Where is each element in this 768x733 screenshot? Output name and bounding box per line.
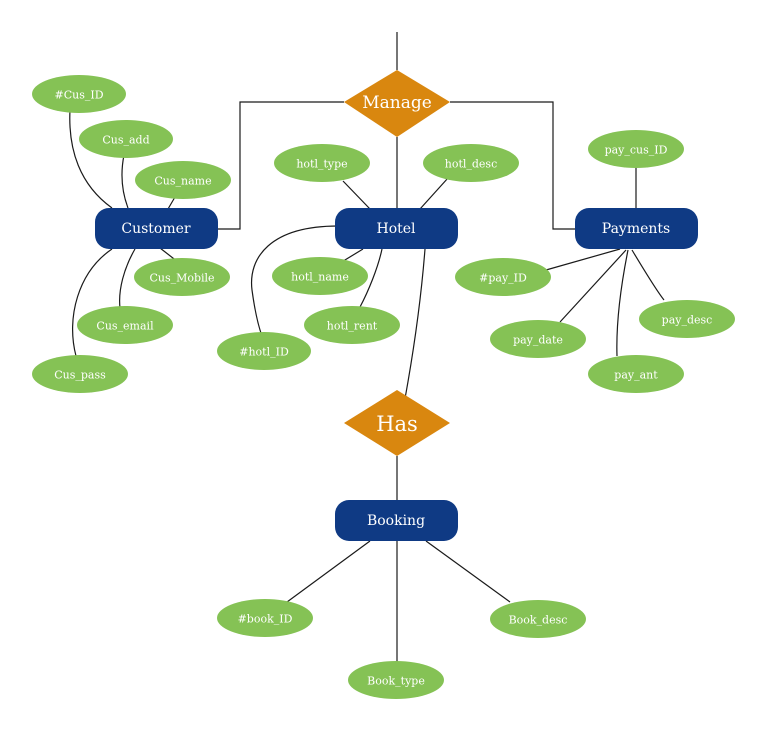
cus-email-label: Cus_email <box>96 320 154 333</box>
attribute-hotl-id: #hotl_ID <box>217 332 311 370</box>
connector-payments-amt <box>616 249 629 357</box>
connector-payments-desc <box>631 249 665 301</box>
connector-payments-id <box>545 248 621 271</box>
attribute-pay-desc: pay_desc <box>639 300 735 338</box>
attribute-cus-name: Cus_name <box>135 161 231 199</box>
attribute-hotl-name: hotl_name <box>272 257 368 295</box>
connector-booking-desc <box>425 540 511 603</box>
connector-customer-email <box>119 248 136 309</box>
attribute-book-type: Book_type <box>348 661 444 699</box>
has-diamond <box>344 390 450 456</box>
entity-payments: Payments <box>575 208 698 249</box>
attribute-cus-mobile: Cus_Mobile <box>134 258 230 296</box>
pay-date-label: pay_date <box>513 334 563 347</box>
payments-label: Payments <box>602 221 670 237</box>
attribute-cus-add: Cus_add <box>79 120 173 158</box>
entity-hotel: Hotel <box>335 208 458 249</box>
entity-customer: Customer <box>95 208 218 249</box>
pay-id-label: #pay_ID <box>479 272 527 285</box>
cus-pass-label: Cus_pass <box>54 369 106 382</box>
connector-hotel-rent <box>359 248 383 308</box>
has-label: Has <box>376 412 418 436</box>
attribute-book-id: #book_ID <box>217 599 313 637</box>
connector-manage-payments <box>450 101 578 230</box>
manage-label: Manage <box>362 93 432 113</box>
book-desc-label: Book_desc <box>509 614 568 627</box>
book-id-label: #book_ID <box>238 613 293 626</box>
relationship-has: Has <box>344 390 450 456</box>
attribute-pay-cus-id: pay_cus_ID <box>588 130 684 168</box>
connector-hotel-desc <box>419 177 449 210</box>
connector-customer-add <box>121 154 129 209</box>
hotl-type-label: hotl_type <box>296 158 347 171</box>
hotl-rent-label: hotl_rent <box>327 320 378 333</box>
attribute-cus-email: Cus_email <box>77 306 173 344</box>
connector-customer-pass <box>72 248 113 357</box>
cus-add-label: Cus_add <box>102 134 149 147</box>
connector-customer-id <box>69 109 113 209</box>
attribute-pay-id: #pay_ID <box>455 258 551 296</box>
cus-name-label: Cus_name <box>154 175 211 188</box>
connector-hotel-id <box>250 225 339 337</box>
connector-manage-customer <box>214 101 344 230</box>
attribute-hotl-type: hotl_type <box>274 144 370 182</box>
pay-cus-id-label: pay_cus_ID <box>605 144 668 157</box>
cus-id-label: #Cus_ID <box>54 89 103 102</box>
relationship-manage: Manage <box>344 70 450 137</box>
connector-payments-date <box>559 249 627 323</box>
connector-hotel-type <box>342 180 371 210</box>
entity-booking: Booking <box>335 500 458 541</box>
customer-label: Customer <box>121 221 191 237</box>
attribute-pay-amt: pay_ant <box>588 355 684 393</box>
hotl-desc-label: hotl_desc <box>445 158 498 171</box>
attribute-cus-pass: Cus_pass <box>32 355 128 393</box>
connectors <box>69 32 665 663</box>
booking-label: Booking <box>367 513 425 529</box>
attribute-hotl-desc: hotl_desc <box>423 144 519 182</box>
hotl-name-label: hotl_name <box>291 271 349 284</box>
pay-amt-label: pay_ant <box>614 369 658 382</box>
connector-booking-id <box>286 540 371 603</box>
hotl-id-label: #hotl_ID <box>239 346 289 359</box>
hotel-label: Hotel <box>376 221 416 237</box>
attribute-book-desc: Book_desc <box>490 600 586 638</box>
book-type-label: Book_type <box>367 675 425 688</box>
pay-desc-label: pay_desc <box>662 314 713 327</box>
connector-customer-name <box>167 196 176 210</box>
connector-hotel-has <box>403 248 426 405</box>
attribute-pay-date: pay_date <box>490 320 586 358</box>
attribute-hotl-rent: hotl_rent <box>304 306 400 344</box>
attribute-cus-id: #Cus_ID <box>32 75 126 113</box>
cus-mobile-label: Cus_Mobile <box>149 272 214 285</box>
manage-diamond <box>344 70 450 137</box>
